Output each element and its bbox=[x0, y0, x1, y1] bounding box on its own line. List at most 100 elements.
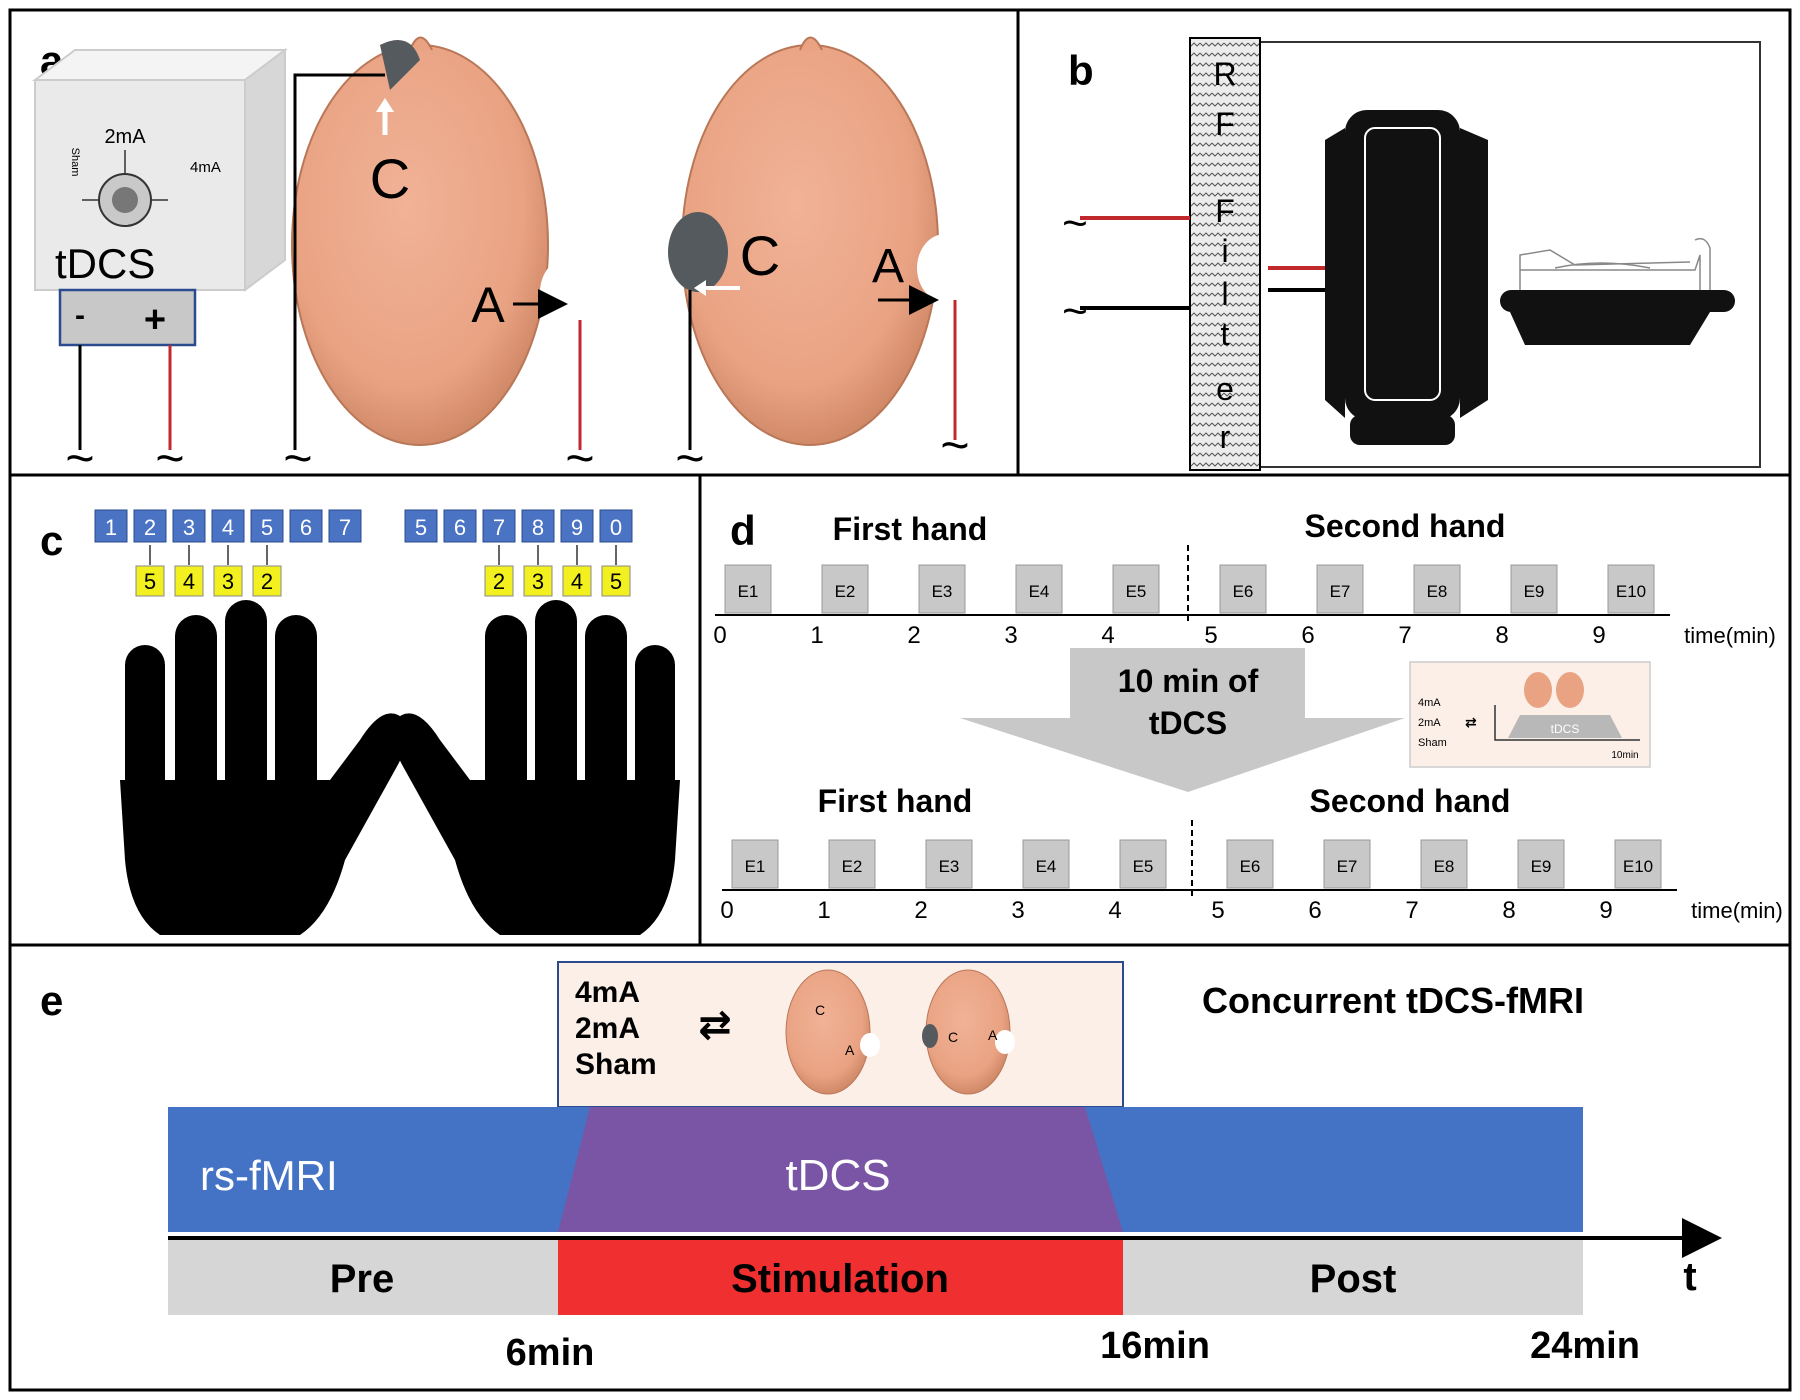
inset-condition: Sham bbox=[1418, 737, 1447, 749]
panel-e-border bbox=[8, 943, 1792, 1392]
anode-electrode-2 bbox=[917, 234, 973, 302]
cathode-electrode-2 bbox=[668, 212, 728, 292]
tick-label: 9 bbox=[1599, 897, 1612, 924]
phase-pre bbox=[168, 1240, 558, 1315]
filter-letter: F bbox=[1215, 193, 1235, 229]
second-hand-label: Second hand bbox=[1310, 783, 1511, 819]
head-label-a: A bbox=[845, 1042, 855, 1058]
panel-letter: d bbox=[730, 507, 756, 554]
task-block bbox=[1015, 564, 1063, 614]
right-hand-icon bbox=[391, 600, 680, 935]
rs-fmri-label: rs-fMRI bbox=[200, 1152, 338, 1199]
tdcs-label: tDCS bbox=[785, 1151, 890, 1200]
key-label: 6 bbox=[300, 515, 312, 540]
task-block bbox=[1510, 564, 1558, 614]
key-label: 0 bbox=[610, 515, 622, 540]
condition-4ma: 4mA bbox=[575, 976, 640, 1009]
anode-electrode-1 bbox=[540, 256, 604, 328]
filter-letter: t bbox=[1221, 316, 1230, 352]
scanner-bore bbox=[1345, 110, 1460, 420]
panel-title: Concurrent tDCS-fMRI bbox=[1202, 980, 1584, 1021]
tdcs-inset: 4mA 2mA Sham ⇄ tDCS 10min bbox=[1409, 661, 1651, 768]
task-block-label: E8 bbox=[1434, 857, 1455, 876]
key-label: 3 bbox=[183, 515, 195, 540]
ground-symbol: ~ bbox=[1062, 199, 1088, 248]
cathode-electrode-1 bbox=[380, 40, 420, 90]
finger-label: 4 bbox=[183, 569, 195, 594]
time-mark-6min: 6min bbox=[506, 1332, 595, 1374]
dial-center bbox=[112, 187, 138, 213]
inset-duration: 10min bbox=[1611, 750, 1638, 761]
tick-label: 9 bbox=[1592, 622, 1605, 649]
keycap-3[interactable]: 3 bbox=[172, 509, 206, 543]
panel-letter: b bbox=[1068, 47, 1094, 94]
minus-terminal: - bbox=[75, 299, 85, 332]
task-block bbox=[1119, 839, 1167, 889]
device-label-tdcs: tDCS bbox=[55, 240, 155, 287]
phase-label-post: Post bbox=[1310, 1257, 1397, 1301]
task-block-label: E6 bbox=[1240, 857, 1261, 876]
task-block-label: E2 bbox=[835, 582, 856, 601]
head-label-c: C bbox=[948, 1029, 958, 1045]
task-block bbox=[724, 564, 772, 614]
task-block-label: E9 bbox=[1531, 857, 1552, 876]
task-block bbox=[1226, 839, 1274, 889]
arrow-text-line1: 10 min of bbox=[1118, 663, 1259, 699]
panel-letter: c bbox=[40, 517, 63, 564]
task-block bbox=[1316, 564, 1364, 614]
arrow-text-line2: tDCS bbox=[1149, 705, 1227, 741]
keycap-7[interactable]: 7 bbox=[482, 509, 516, 543]
keycap-4[interactable]: 4 bbox=[211, 509, 245, 543]
panel-borders bbox=[8, 8, 1792, 1392]
finger-label: 3 bbox=[222, 569, 234, 594]
keycap-7[interactable]: 7 bbox=[328, 509, 362, 543]
keycap-1[interactable]: 1 bbox=[94, 509, 128, 543]
anode-label-2: A bbox=[872, 240, 904, 293]
keycap-0[interactable]: 0 bbox=[599, 509, 633, 543]
head-montage-2: C A bbox=[668, 36, 973, 450]
task-block bbox=[821, 564, 869, 614]
ground-symbol: ~ bbox=[675, 430, 704, 486]
task-block bbox=[1323, 839, 1371, 889]
inset-condition: 4mA bbox=[1418, 697, 1441, 709]
tick-label: 0 bbox=[720, 897, 733, 924]
task-block-label: E3 bbox=[932, 582, 953, 601]
time-axis-label: time(min) bbox=[1691, 898, 1783, 923]
rf-filter-label: R F F i l t e r bbox=[1213, 56, 1236, 455]
tick-label: 2 bbox=[907, 622, 920, 649]
task-block-label: E3 bbox=[939, 857, 960, 876]
tick-label: 7 bbox=[1398, 622, 1411, 649]
tdcs-device: 2mA Sham 4mA tDCS - + bbox=[32, 48, 288, 347]
anode-label-1: A bbox=[471, 277, 505, 333]
ground-symbol: ~ bbox=[940, 417, 969, 473]
first-hand-label: First hand bbox=[818, 783, 973, 819]
keycap-6[interactable]: 6 bbox=[443, 509, 477, 543]
keycap-8[interactable]: 8 bbox=[521, 509, 555, 543]
head-thumb-2: C A bbox=[922, 969, 1015, 1095]
task-block-label: E4 bbox=[1029, 582, 1050, 601]
tick-label: 3 bbox=[1004, 622, 1017, 649]
tick-label: 1 bbox=[810, 622, 823, 649]
tdcs-bar bbox=[558, 1107, 1123, 1232]
panel-a: a 2mA Sham 4mA tDCS - + bbox=[32, 36, 973, 486]
tick-label: 6 bbox=[1308, 897, 1321, 924]
key-label: 2 bbox=[144, 515, 156, 540]
keycap-2[interactable]: 2 bbox=[133, 509, 167, 543]
keycap-5[interactable]: 5 bbox=[250, 509, 284, 543]
keycap-6[interactable]: 6 bbox=[289, 509, 323, 543]
key-label: 8 bbox=[532, 515, 544, 540]
keycap-5[interactable]: 5 bbox=[404, 509, 438, 543]
task-block bbox=[1420, 839, 1468, 889]
right-finger-labels: 2 3 4 5 bbox=[484, 565, 631, 597]
inset-bar-label: tDCS bbox=[1551, 722, 1580, 736]
key-label: 6 bbox=[454, 515, 466, 540]
panel-b: b R F F i l t e r ~ ~ bbox=[1062, 37, 1761, 471]
head-label-a: A bbox=[988, 1027, 998, 1043]
mri-scanner bbox=[1325, 110, 1735, 445]
shuffle-icon: ⇄ bbox=[698, 1003, 732, 1047]
keycap-9[interactable]: 9 bbox=[560, 509, 594, 543]
